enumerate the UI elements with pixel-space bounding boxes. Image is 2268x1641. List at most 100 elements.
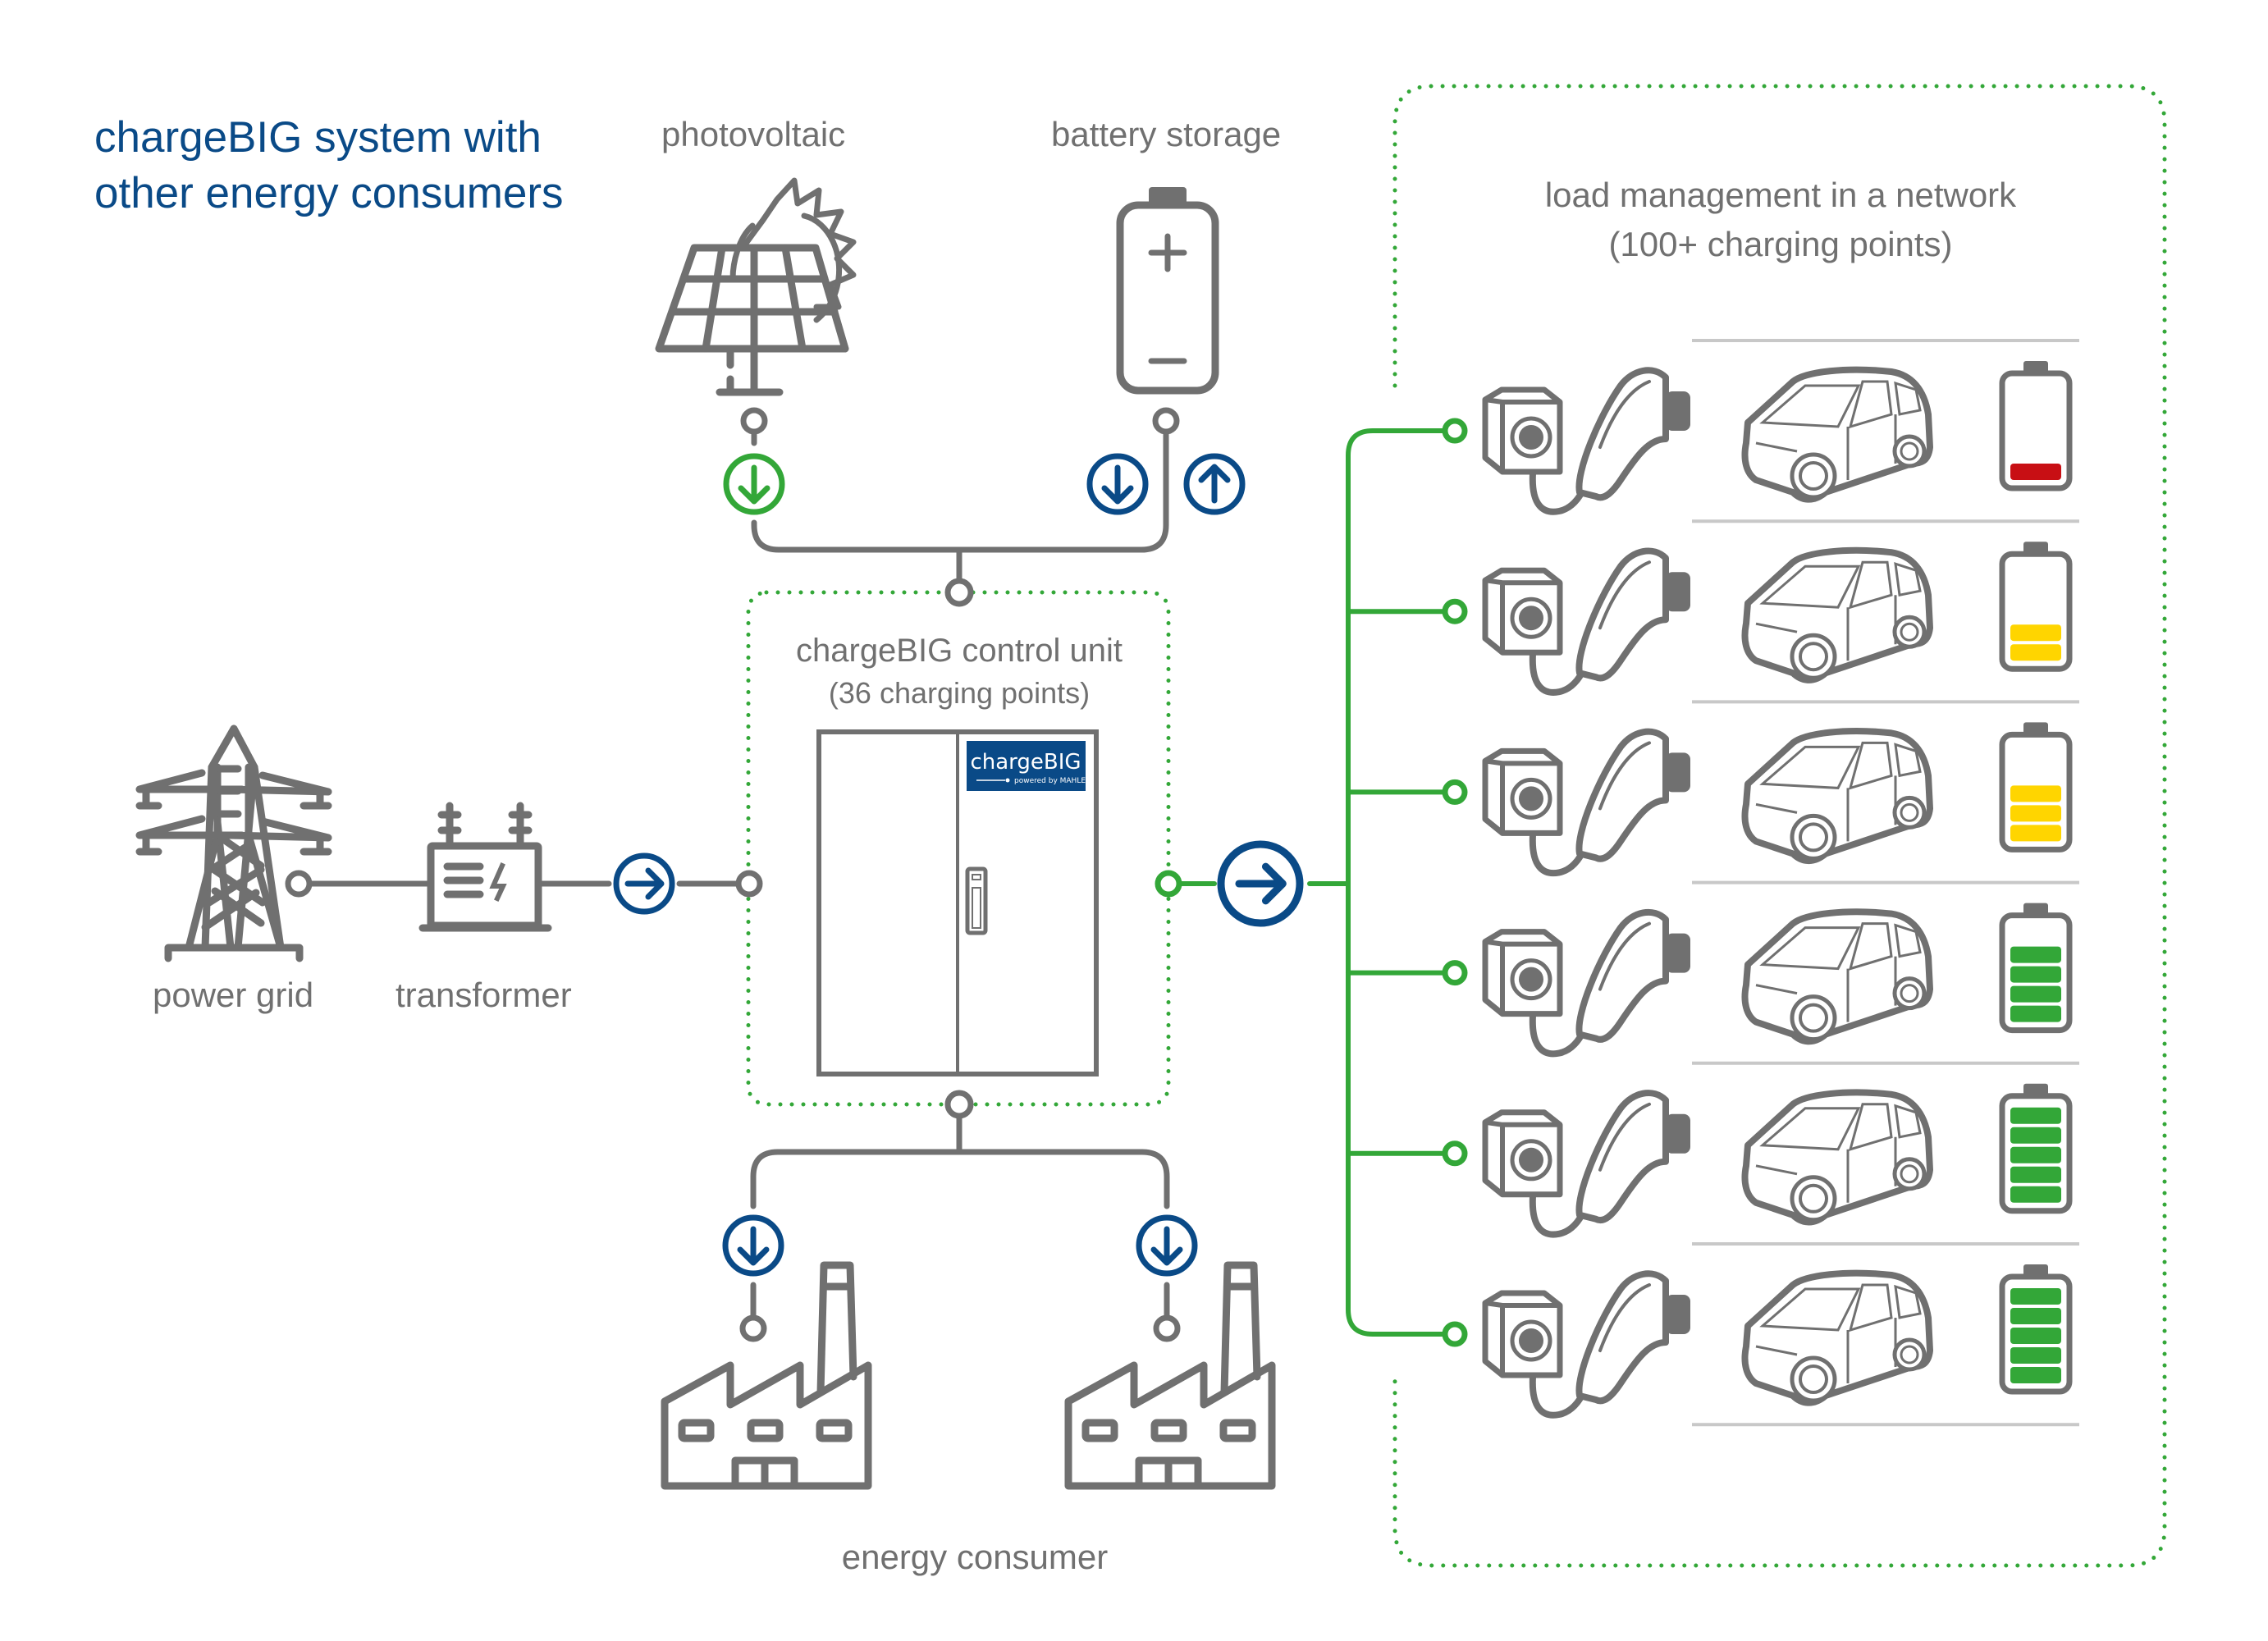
control-bottom-node: [944, 1090, 974, 1119]
row-connection-node: [1442, 779, 1468, 805]
battery-segment: [2010, 946, 2061, 963]
battery-level-indicator: [1999, 361, 2073, 491]
charging-plug-icon: [1529, 547, 1690, 696]
grid-connection-node: [285, 870, 313, 898]
battery-connection-node: [1152, 407, 1180, 435]
network-bus-line: [1346, 428, 1447, 1337]
transformer-label: transformer: [396, 976, 572, 1014]
wallbox-icon: [1482, 386, 1563, 475]
consumer-1-flow-down-icon: [722, 1214, 784, 1277]
row-connection-node: [1442, 598, 1468, 624]
power-grid-label: power grid: [153, 976, 313, 1014]
battery-segment: [2010, 464, 2061, 480]
wallbox-icon: [1482, 929, 1563, 1017]
battery-segment: [2010, 624, 2061, 642]
battery-level-indicator: [1999, 1083, 2073, 1214]
control-left-node: [735, 870, 763, 898]
battery-level-indicator: [1999, 1264, 2073, 1395]
battery-level-indicator: [1999, 542, 2073, 672]
battery-segment: [2010, 825, 2061, 842]
control-unit-title-rest: control unit: [953, 633, 1123, 669]
wallbox-icon: [1482, 567, 1563, 656]
control-right-node: [1155, 870, 1182, 898]
charging-plug-icon: [1529, 367, 1690, 515]
battery-segment: [2010, 1166, 2061, 1183]
factory-icon-1: [661, 1261, 872, 1490]
electric-car-icon: [1741, 546, 1933, 683]
charging-plug-icon: [1529, 1090, 1690, 1238]
battery-segment: [2010, 644, 2061, 661]
charging-row: [1442, 361, 2073, 515]
electric-car-icon: [1741, 908, 1933, 1045]
battery-segment: [2010, 1288, 2061, 1305]
charging-rows: [1346, 339, 2079, 1427]
battery-charge-down-icon: [1086, 453, 1149, 515]
control-unit-title-brand: chargeBIG: [796, 633, 953, 669]
wallbox-icon: [1482, 1290, 1563, 1378]
energy-consumer-label: energy consumer: [842, 1538, 1109, 1576]
control-unit-subtitle: (36 charging points): [829, 676, 1090, 710]
battery-discharge-up-icon: [1183, 453, 1246, 515]
charging-plug-icon: [1529, 909, 1690, 1058]
transformer-icon: [418, 802, 552, 932]
photovoltaic-label: photovoltaic: [661, 115, 845, 153]
solar-panel-icon: [655, 177, 857, 396]
charging-row: [1346, 542, 2073, 696]
cabinet-handle: [965, 866, 988, 935]
consumer-bus-line: [750, 1149, 1170, 1209]
diagram-title-line2: other energy consumers: [94, 169, 564, 217]
consumer-2-node: [1153, 1314, 1181, 1342]
battery-segment: [2010, 1367, 2061, 1383]
battery-level-indicator: [1999, 903, 2073, 1034]
factory-icon-2: [1064, 1261, 1276, 1490]
battery-segment: [2010, 1347, 2061, 1364]
network-title-line1: load management in a network: [1545, 176, 2017, 214]
pv-flow-down-icon: [723, 453, 785, 515]
battery-segment: [2010, 1186, 2061, 1203]
logo-tagline: powered by MAHLE: [1014, 777, 1086, 785]
charging-row: [1346, 1083, 2073, 1238]
battery-segment: [2010, 785, 2061, 802]
control-cabinet-icon: chargeBIG powered by MAHLE: [816, 729, 1099, 1076]
battery-segment: [2010, 966, 2061, 983]
charging-plug-icon: [1529, 728, 1690, 877]
battery-segment: [2010, 1005, 2061, 1022]
battery-level-indicator: [1999, 722, 2073, 852]
row-connection-node: [1442, 418, 1468, 444]
consumer-1-node: [739, 1314, 767, 1342]
battery-segment: [2010, 805, 2061, 822]
control-top-node: [944, 578, 974, 607]
charging-plug-icon: [1529, 1270, 1690, 1419]
grid-flow-right-icon: [613, 852, 675, 915]
network-flow-right-icon: [1217, 840, 1304, 927]
battery-segment: [2010, 985, 2061, 1003]
battery-storage-icon: [1116, 187, 1219, 395]
battery-storage-label: battery storage: [1051, 115, 1281, 153]
battery-segment: [2010, 1328, 2061, 1344]
charging-row: [1346, 722, 2073, 877]
wallbox-icon: [1482, 747, 1563, 836]
row-connection-node: [1442, 1321, 1468, 1347]
row-connection-node: [1442, 1140, 1468, 1167]
consumer-2-flow-down-icon: [1136, 1214, 1198, 1277]
electric-car-icon: [1741, 1089, 1933, 1226]
row-connection-node: [1442, 960, 1468, 986]
network-panel-boundary: [1392, 84, 2167, 1568]
chargebig-logo: [967, 741, 1086, 791]
logo-text: chargeBIG: [970, 750, 1081, 775]
charging-row: [1346, 903, 2073, 1058]
electric-car-icon: [1741, 366, 1933, 503]
control-unit-title: chargeBIG control unit: [796, 633, 1123, 669]
battery-segment: [2010, 1127, 2061, 1144]
electric-car-icon: [1741, 728, 1933, 865]
battery-segment: [2010, 1107, 2061, 1124]
wallbox-icon: [1482, 1109, 1563, 1198]
diagram-title-line1: chargeBIG system with: [94, 113, 542, 162]
charging-row: [1442, 1264, 2073, 1419]
pv-connection-node: [740, 407, 768, 435]
network-title-line2: (100+ charging points): [1608, 225, 1952, 263]
power-pylon-icon: [135, 725, 332, 962]
electric-car-icon: [1741, 1269, 1933, 1406]
battery-segment: [2010, 1308, 2061, 1324]
